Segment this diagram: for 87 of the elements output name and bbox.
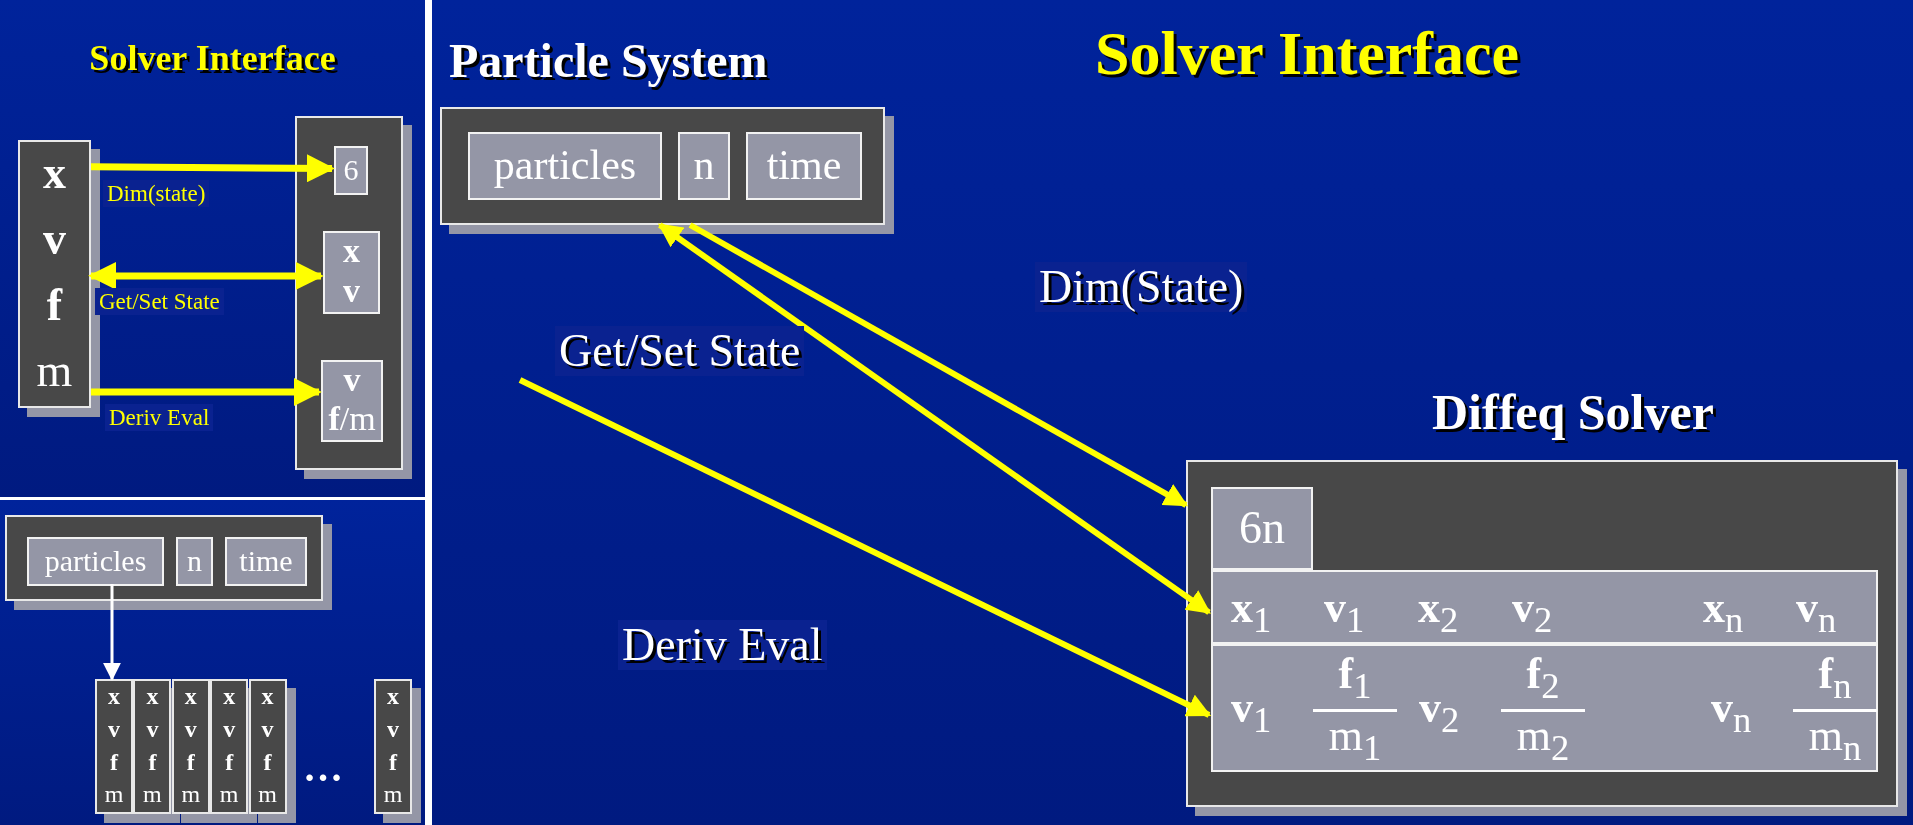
arrow xyxy=(518,377,1212,718)
field-label: n xyxy=(692,144,716,187)
box-heading: Particle System xyxy=(449,37,768,85)
variable-label: v xyxy=(42,215,67,262)
variable-label: m xyxy=(103,782,125,807)
variable-label: x xyxy=(107,684,121,709)
arrow xyxy=(90,154,335,183)
field-label: 6n xyxy=(1238,504,1286,551)
edge-label: Get/Set State xyxy=(555,326,805,376)
vector-element: v$_{1}$ xyxy=(1231,686,1272,739)
vector-element: v$_{1}$ xyxy=(1324,586,1365,639)
field-label: particles xyxy=(43,545,148,576)
field-label: time xyxy=(238,545,294,576)
vector-element: v$_{n}$ xyxy=(1796,586,1837,639)
slide-panel xyxy=(0,500,425,825)
variable-label: m xyxy=(35,347,74,394)
variable-label: v xyxy=(260,716,275,741)
value-cell xyxy=(334,146,368,195)
variable-label: m xyxy=(382,782,404,807)
edge-label: Deriv Eval xyxy=(105,404,214,431)
variable-label: x xyxy=(342,234,361,269)
field-label: n xyxy=(186,545,203,576)
variable-label: x xyxy=(260,684,275,709)
slide-panel xyxy=(432,0,1913,825)
variable-label: x xyxy=(386,684,400,709)
state-cell xyxy=(323,231,380,314)
variable-label: x xyxy=(42,149,67,196)
field-cell xyxy=(746,132,862,200)
variable-label: v xyxy=(342,362,362,397)
variable-label: m xyxy=(257,782,278,807)
dimension-cell xyxy=(1211,487,1313,570)
variable-label: f/m xyxy=(327,401,377,436)
derivative-row xyxy=(1211,644,1878,772)
variable-label: x xyxy=(222,684,237,709)
slide-title: Solver Interface xyxy=(1093,22,1521,84)
variable-label: x xyxy=(183,684,198,709)
fraction-numerator: f$_{1}$ xyxy=(1337,652,1373,705)
fraction-denominator: m$_{n}$ xyxy=(1807,714,1863,767)
derivative-cell xyxy=(321,360,383,442)
fraction-denominator: m$_{1}$ xyxy=(1327,714,1383,767)
arrow xyxy=(688,222,1189,508)
variable-label: m xyxy=(218,782,240,807)
field-cell xyxy=(225,537,307,586)
edge-label: Get/Set State xyxy=(95,288,224,315)
vector-element: x$_{1}$ xyxy=(1231,586,1272,639)
vector-element: v$_{2}$ xyxy=(1419,686,1460,739)
fraction-numerator: f$_{n}$ xyxy=(1817,652,1853,705)
arrow xyxy=(91,378,322,406)
field-label: particles xyxy=(492,144,638,187)
variable-label: m xyxy=(142,782,163,807)
field-cell xyxy=(678,132,730,200)
variable-label: v xyxy=(222,716,237,741)
variable-label: v xyxy=(145,716,160,741)
edge-label: Dim(state) xyxy=(103,180,210,207)
variable-label: f xyxy=(185,749,196,774)
variable-label: m xyxy=(180,782,202,807)
field-cell xyxy=(176,537,213,586)
fraction-denominator: m$_{2}$ xyxy=(1515,714,1571,767)
fraction-numerator: f$_{2}$ xyxy=(1525,652,1561,705)
vector-element: v$_{n}$ xyxy=(1711,686,1752,739)
variable-label: x xyxy=(145,684,160,709)
edge-label: Dim(State) xyxy=(1035,262,1248,312)
field-label: 6 xyxy=(342,154,360,185)
field-cell xyxy=(468,132,662,200)
variable-label: v xyxy=(386,716,400,741)
arrow xyxy=(88,261,324,290)
field-label: time xyxy=(765,144,843,187)
slide-title: Solver Interface xyxy=(88,40,337,76)
variable-label: f xyxy=(45,281,64,328)
state-row xyxy=(1211,570,1878,644)
vector-element: x$_{2}$ xyxy=(1418,586,1459,639)
vector-element: x$_{n}$ xyxy=(1703,586,1744,639)
variable-label: f xyxy=(224,749,235,774)
edge-label: Deriv Eval xyxy=(618,620,827,670)
variable-label: f xyxy=(109,749,120,774)
arrow xyxy=(103,584,121,681)
variable-label: f xyxy=(147,749,158,774)
variable-label: v xyxy=(107,716,121,741)
arrow xyxy=(657,222,1211,615)
ellipsis: … xyxy=(303,748,349,788)
slide-panel xyxy=(0,0,425,497)
variable-label: f xyxy=(388,749,399,774)
vector-element: v$_{2}$ xyxy=(1512,586,1553,639)
variable-label: f xyxy=(262,749,273,774)
variable-label: v xyxy=(183,716,198,741)
variable-label: v xyxy=(342,273,361,308)
field-cell xyxy=(27,537,164,586)
